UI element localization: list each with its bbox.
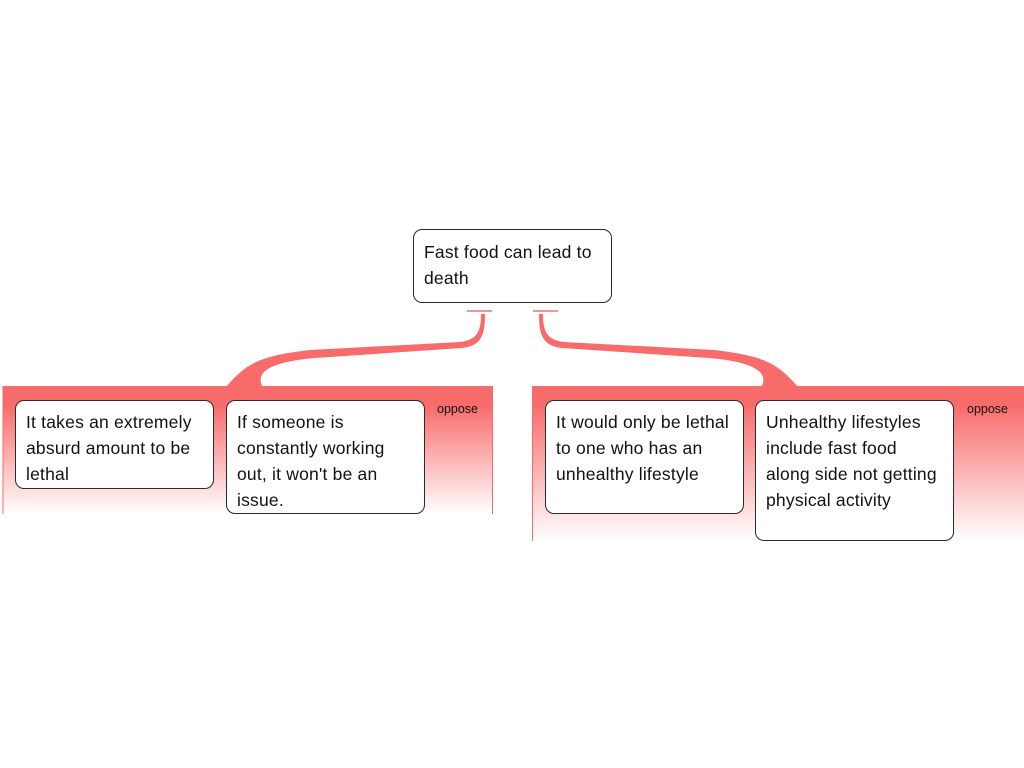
main-claim-card[interactable]: Fast food can lead to death (413, 229, 612, 303)
reason-card[interactable]: Unhealthy lifestyles include fast food a… (755, 400, 954, 541)
reason-card[interactable]: It takes an extremely absurd amount to b… (15, 400, 214, 489)
reason-card[interactable]: It would only be lethal to one who has a… (545, 400, 744, 514)
oppose-label: oppose (437, 402, 479, 416)
reason-card[interactable]: If someone is constantly working out, it… (226, 400, 425, 514)
oppose-label: oppose (967, 402, 1009, 416)
